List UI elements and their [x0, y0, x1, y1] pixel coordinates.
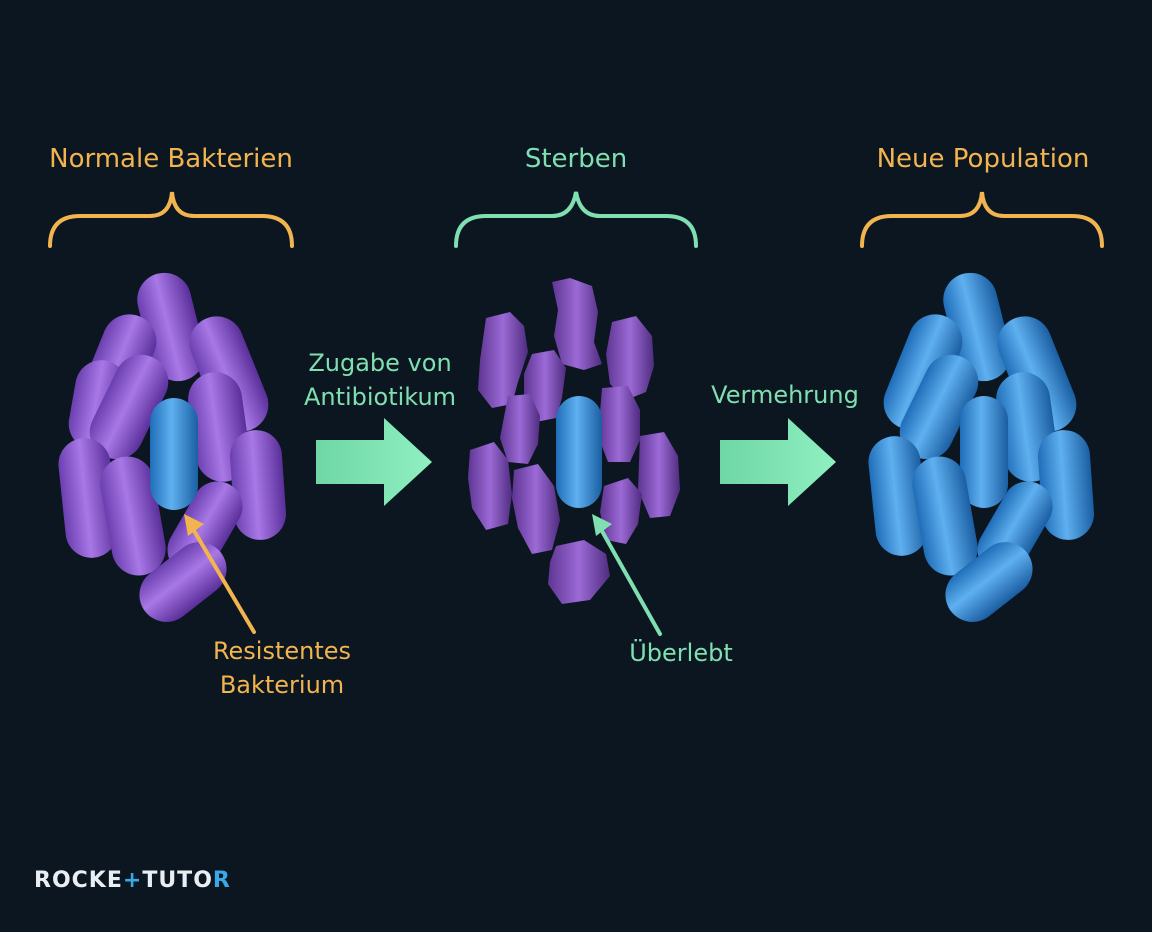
callout-survives: Überlebt	[629, 639, 733, 667]
brace-neue	[860, 191, 1104, 248]
logo-part-4: R	[212, 868, 231, 893]
title-dying: Sterben	[524, 144, 628, 174]
rockettutor-logo: ROCKE+TUTOR	[34, 868, 231, 893]
logo-plus: +	[122, 868, 143, 893]
bacterium	[899, 354, 979, 460]
dead-bacterium	[512, 464, 560, 554]
arrow-add-antibiotic	[316, 418, 432, 506]
surviving-bacterium	[556, 396, 602, 508]
logo-part-3: TUTO	[142, 868, 213, 893]
callout-resistant-bacterium: Resistentes Bakterium	[182, 634, 382, 702]
callout-resistant-line1: Resistentes	[212, 637, 352, 665]
callout-resistant-line2: Bakterium	[219, 671, 345, 699]
bacterium	[960, 396, 1008, 508]
bacterium	[943, 272, 1011, 382]
resistant-bacterium	[150, 398, 198, 510]
dead-bacterium	[478, 312, 528, 408]
dead-bacterium	[552, 278, 602, 370]
bacterium	[229, 430, 287, 540]
label-add-antibiotic: Zugabe von Antibiotikum	[290, 346, 470, 414]
title-new-population: Neue Population	[876, 144, 1090, 174]
bacterium	[997, 316, 1077, 432]
bacterium	[883, 314, 963, 430]
pointer-survives	[592, 514, 662, 636]
bacterium	[912, 456, 978, 576]
logo-part-1: ROCKE	[34, 868, 123, 893]
dead-bacterium	[598, 386, 640, 462]
bacterium	[58, 438, 118, 558]
bacterium	[945, 542, 1033, 622]
bacterium	[139, 542, 227, 622]
dead-bacterium	[468, 442, 512, 530]
dying-bacteria-cluster	[468, 278, 680, 604]
bacterium	[189, 316, 269, 432]
dead-bacterium	[548, 540, 610, 604]
bacterium	[89, 354, 169, 460]
brace-normal	[48, 191, 294, 248]
new-population-cluster	[868, 272, 1095, 622]
dead-bacterium	[500, 394, 540, 464]
brace-sterben	[454, 191, 698, 248]
dead-bacterium	[600, 478, 642, 544]
pointer-resistant	[184, 514, 256, 634]
label-multiply: Vermehrung	[711, 381, 859, 409]
title-normal-bacteria: Normale Bakterien	[49, 144, 293, 174]
bacterium	[100, 456, 166, 576]
arrow-multiply	[720, 418, 836, 506]
normal-bacteria-cluster	[58, 272, 287, 622]
dead-bacterium	[606, 316, 654, 400]
bacterium	[1037, 430, 1095, 540]
bacterium	[868, 436, 928, 556]
label-add-antibiotic-line1: Zugabe von	[308, 349, 452, 377]
label-add-antibiotic-line2: Antibiotikum	[303, 383, 457, 411]
dead-bacterium	[638, 432, 680, 518]
bacterium	[137, 272, 205, 382]
